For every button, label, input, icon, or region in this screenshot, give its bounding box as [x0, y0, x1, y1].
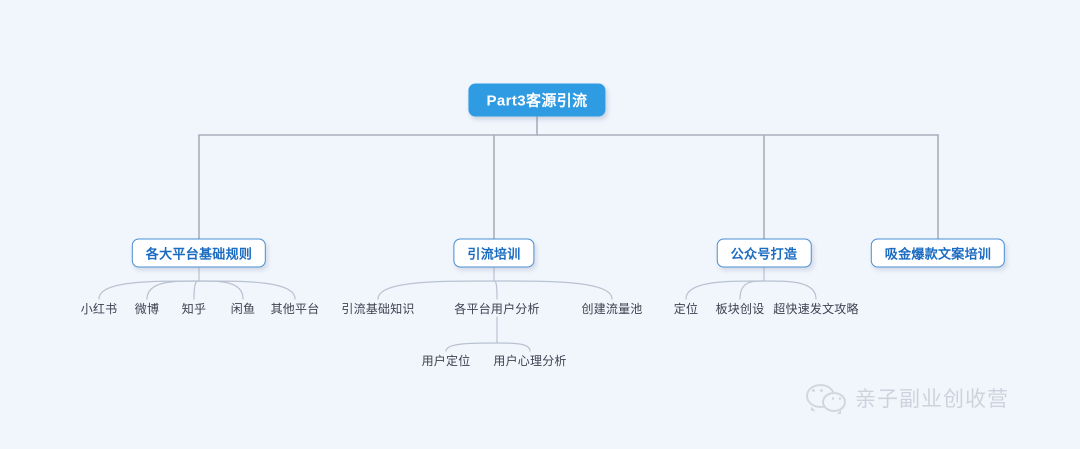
leaf-node-other-platforms[interactable]: 其他平台	[268, 299, 323, 317]
leaf-node-label: 引流基础知识	[341, 301, 415, 316]
branch-node-traffic-training[interactable]: 引流培训	[453, 238, 535, 268]
branch-node-label: 引流培训	[467, 246, 521, 262]
root-node-label: Part3客源引流	[486, 92, 588, 110]
branch-node-platform-rules[interactable]: 各大平台基础规则	[131, 238, 267, 268]
leaf-node-label: 小红书	[80, 301, 118, 316]
leaf-node-weibo[interactable]: 微博	[132, 299, 162, 317]
branch-node-label: 公众号打造	[730, 246, 798, 262]
leaf-node-user-psychology-analysis[interactable]: 用户心理分析	[490, 351, 569, 369]
branch-node-label: 吸金爆款文案培训	[884, 246, 992, 262]
leaf-node-xianyu[interactable]: 闲鱼	[228, 299, 258, 317]
leaf-node-platform-user-analysis[interactable]: 各平台用户分析	[451, 299, 542, 317]
leaf-node-zhihu[interactable]: 知乎	[179, 299, 209, 317]
leaf-node-label: 各平台用户分析	[454, 301, 540, 316]
leaf-node-label: 定位	[673, 301, 699, 316]
leaf-node-xiaohongshu[interactable]: 小红书	[78, 299, 121, 317]
leaf-node-section-setup[interactable]: 板块创设	[713, 299, 768, 317]
leaf-node-label: 板块创设	[715, 301, 765, 316]
leaf-node-label: 知乎	[181, 301, 207, 316]
leaf-node-label: 用户心理分析	[493, 353, 567, 368]
leaf-node-positioning[interactable]: 定位	[671, 299, 701, 317]
branch-node-label: 各大平台基础规则	[145, 246, 253, 262]
leaf-node-label: 微博	[134, 301, 160, 316]
leaf-node-label: 其他平台	[270, 301, 320, 316]
branch-node-official-account[interactable]: 公众号打造	[716, 238, 812, 268]
leaf-node-label: 超快速发文攻略	[773, 301, 859, 316]
leaf-node-label: 创建流量池	[581, 301, 643, 316]
branch-node-copywriting-training[interactable]: 吸金爆款文案培训	[870, 238, 1006, 268]
leaf-node-fast-posting-guide[interactable]: 超快速发文攻略	[770, 299, 861, 317]
leaf-node-user-positioning[interactable]: 用户定位	[419, 351, 474, 369]
watermark-label: 亲子副业创收营	[855, 387, 1009, 411]
leaf-node-label: 用户定位	[421, 353, 471, 368]
wechat-icon	[806, 383, 846, 414]
leaf-node-create-traffic-pool[interactable]: 创建流量池	[578, 299, 645, 317]
leaf-node-traffic-basics[interactable]: 引流基础知识	[338, 299, 417, 317]
watermark: 亲子副业创收营	[806, 383, 1009, 414]
root-node-part3[interactable]: Part3客源引流	[468, 83, 606, 117]
leaf-node-label: 闲鱼	[230, 301, 256, 316]
